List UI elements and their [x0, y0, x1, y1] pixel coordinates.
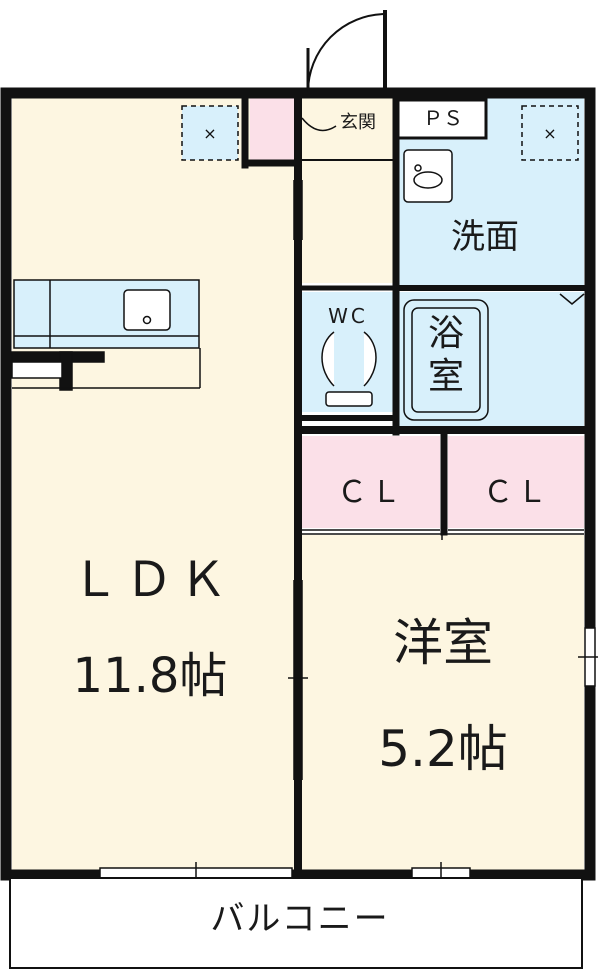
western-room-name-label: 洋室 [393, 614, 493, 672]
closet-left-label: ＣＬ [337, 475, 405, 510]
western-room-floor [302, 535, 584, 870]
wash-basin [403, 149, 453, 203]
svg-text:×: × [203, 124, 216, 143]
sliding-doors [288, 180, 584, 780]
balcony-label: バルコニー [210, 899, 390, 939]
ldk-size-label: 11.8帖 [72, 648, 228, 704]
ventilation-fan-icon: × [181, 105, 239, 161]
entrance-floor [296, 98, 394, 283]
balcony-area [9, 877, 583, 969]
closet-left-floor [302, 436, 440, 528]
bath-label: 浴 室 [427, 313, 464, 398]
toilet [321, 331, 377, 407]
walls [0, 87, 596, 881]
wc-label: WC [328, 304, 368, 328]
closet-right-label: ＣＬ [483, 475, 551, 510]
entrance-door [300, 10, 394, 161]
ps-label: ＰＳ [423, 106, 463, 130]
ventilation-fan-icon: × [521, 105, 579, 161]
kitchen-counter [11, 279, 201, 391]
ldk-floor [12, 98, 295, 870]
washroom-label: 洗面 [451, 217, 519, 257]
bath-floor [398, 292, 584, 426]
ldk-name-label: ＬＤＫ [70, 552, 233, 608]
western-room-size-label: 5.2帖 [378, 720, 508, 778]
shoe-storage-floor [250, 98, 294, 160]
svg-text:×: × [543, 124, 556, 143]
closet-right-floor [448, 436, 584, 528]
bathtub [403, 293, 585, 421]
entrance-label: 玄関 [340, 112, 376, 133]
